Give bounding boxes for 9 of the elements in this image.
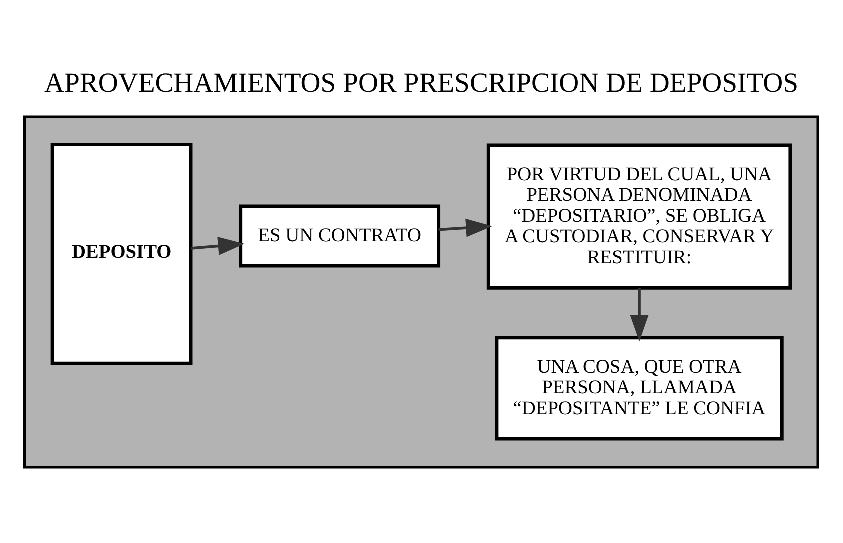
arrow [438, 218, 492, 238]
node-box: POR VIRTUD DEL CUAL, UNA PERSONA DENOMINADA “DEPOSITARIO”, SE OBLIGA A CUSTODIAR, CONSERVAR Y RESTITUIR: [486, 144, 792, 290]
cluster [24, 116, 820, 469]
node-box: DEPOSITO [50, 143, 193, 366]
node-box: ES UN CONTRATO [239, 204, 441, 268]
arrow [630, 288, 649, 342]
arrow [191, 237, 245, 256]
node-box: UNA COSA, QUE OTRA PERSONA, LLAMADA “DEPOSITANTE” LE CONFIA [495, 336, 784, 441]
diagram-title: APROVECHAMIENTOS POR PRESCRIPCION DE DEPOSITOS [44, 67, 798, 98]
